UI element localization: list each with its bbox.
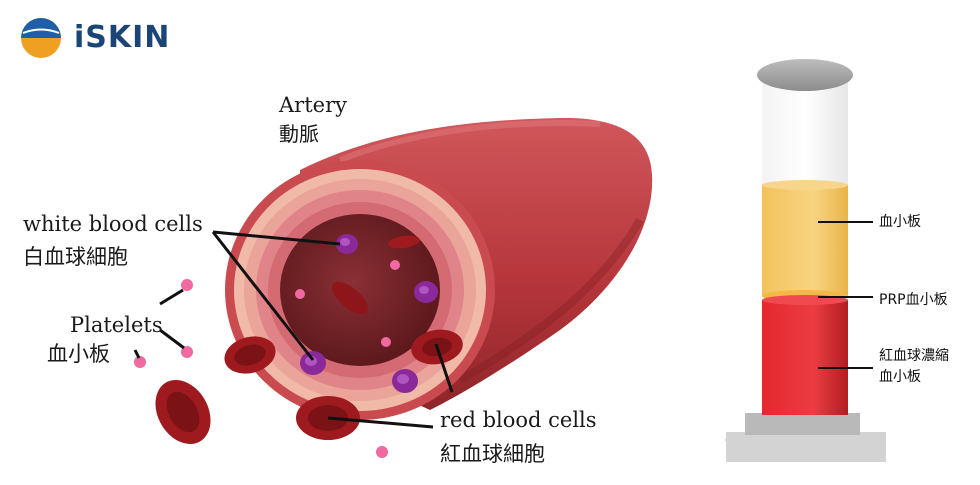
- platelet: [390, 260, 400, 270]
- tube-cap: [757, 59, 853, 91]
- test-tube: [725, 59, 886, 462]
- tube-concentrated-label-1: 紅血球濃縮: [879, 348, 949, 364]
- tube-red-layer: [762, 300, 848, 415]
- platelet: [181, 279, 193, 291]
- artery-label-en: Artery: [279, 93, 347, 117]
- tube-platelet-label: 血小板: [879, 214, 921, 230]
- sun-horizon-icon: [21, 18, 61, 58]
- white-cells-label-en: white blood cells: [23, 212, 203, 236]
- brand-logo: iSKIN: [18, 14, 170, 60]
- red-blood-cell: [388, 235, 420, 249]
- artery-label-zh: 動脈: [279, 122, 319, 146]
- platelet: [295, 289, 305, 299]
- brand-name: iSKIN: [74, 19, 171, 55]
- white-cells-label-zh: 白血球細胞: [23, 245, 128, 269]
- platelet: [134, 356, 146, 368]
- artery-vessel: [225, 117, 653, 420]
- red-cells-label-en: red blood cells: [440, 408, 597, 432]
- tube-platelet-layer: [762, 185, 848, 295]
- platelet: [181, 346, 193, 358]
- platelets-label-en: Platelets: [70, 313, 163, 337]
- tube-base: [726, 432, 886, 462]
- tube-prp-label: PRP血小板: [879, 292, 948, 308]
- tube-concentrated-label-2: 血小板: [879, 369, 921, 385]
- platelet: [381, 337, 391, 347]
- leader-lines: [133, 230, 454, 429]
- artery-lumen: [280, 214, 440, 366]
- platelets-label-zh: 血小板: [47, 342, 110, 366]
- lumen-cells: [295, 234, 438, 347]
- red-cells-label-zh: 紅血球細胞: [440, 442, 545, 466]
- platelet: [376, 446, 388, 458]
- tube-glass: [762, 80, 848, 190]
- red-blood-cell: [331, 281, 369, 315]
